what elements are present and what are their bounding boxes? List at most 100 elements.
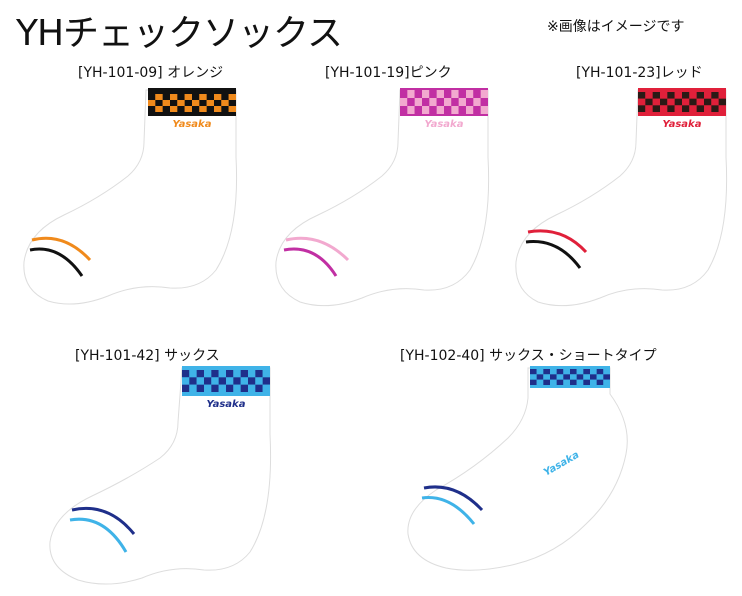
checker-cell [228,106,236,112]
checker-cell [189,370,197,378]
checker-cell [262,384,270,392]
checker-cell [466,106,474,114]
checker-cell [711,92,719,99]
checker-cell [255,377,263,385]
checker-cell [436,98,444,106]
checker-cell [576,369,584,375]
checker-cell [204,370,212,378]
page-title: YHチェックソックス [16,13,343,54]
checker-cell [458,106,466,114]
product-image-pink: Yasaka [266,82,498,312]
checker-cell [162,94,170,100]
checker-cell [590,369,597,375]
checker-cell [667,92,675,99]
checker-cell [414,106,422,114]
checker-cell [226,384,234,392]
checker-cell [218,377,226,385]
checker-cell [458,90,466,98]
checker-cell [674,92,682,99]
checker-cell [170,94,178,100]
checker-cell [182,384,190,392]
checker-cell [155,94,163,100]
checker-cell [189,377,197,385]
checker-cell [530,374,537,380]
checker-cell [226,377,234,385]
checker-cell [596,374,604,380]
checker-cell [189,384,197,392]
checker-cell [436,90,444,98]
checker-cell [422,98,430,106]
checker-cell [184,94,192,100]
checker-cell [206,106,214,112]
checker-cell [204,377,212,385]
checker-cell [473,90,481,98]
checker-cell [248,370,256,378]
checker-cell [407,98,415,106]
checker-cell [218,384,226,392]
checker-cell [233,377,241,385]
checker-cell [645,98,653,106]
checker-cell [530,379,537,385]
checker-cell [570,379,577,385]
checker-cell [407,90,415,98]
checker-cell [682,98,690,106]
checker-cell [458,98,466,106]
checker-cell [480,106,488,114]
checker-cell [192,100,200,106]
checker-cell [400,98,408,106]
checker-cell [696,98,704,106]
checker-cell [563,374,570,380]
checker-cell [162,100,170,106]
checker-cell [240,384,248,392]
checker-cell [638,98,646,106]
checker-cell [436,106,444,114]
product-image-orange: Yasaka [20,82,240,312]
checker-cell [214,106,222,112]
checker-cell [199,100,207,106]
checker-cell [556,379,564,385]
checker-cell [177,94,185,100]
checker-cell [228,94,236,100]
checker-cell [696,92,704,99]
checker-cell [718,98,726,106]
checker-cell [206,94,214,100]
checker-cell [570,369,577,375]
checker-cell [543,374,550,380]
checker-cell [170,100,178,106]
checker-cell [652,92,660,99]
checker-cell [214,100,222,106]
checker-cell [550,379,557,385]
checker-cell [184,100,192,106]
checker-cell [177,106,185,112]
checker-cell [704,92,712,99]
checker-cell [206,100,214,106]
checker-cell [255,384,263,392]
checker-cell [221,106,229,112]
checker-cell [718,92,726,99]
checker-cell [638,92,646,99]
checker-cell [414,90,422,98]
checker-cell [233,370,241,378]
checker-cell [590,374,597,380]
checker-cell [603,379,610,385]
checker-cell [196,377,204,385]
product-image-sax-short: Yasaka [396,364,636,589]
checker-cell [233,384,241,392]
checker-cell [596,369,604,375]
checker-cell [221,94,229,100]
checker-cell [155,106,163,112]
checker-cell [262,370,270,378]
checker-cell [262,377,270,385]
checker-cell [543,369,550,375]
checker-cell [536,369,544,375]
checker-cell [667,105,675,112]
checker-cell [660,92,668,99]
checker-cell [530,369,537,375]
checker-cell [184,106,192,112]
checker-cell [148,94,156,100]
checker-cell [536,379,544,385]
checker-cell [550,374,557,380]
checker-cell [596,379,604,385]
checker-cell [704,105,712,112]
checker-cell [221,100,229,106]
